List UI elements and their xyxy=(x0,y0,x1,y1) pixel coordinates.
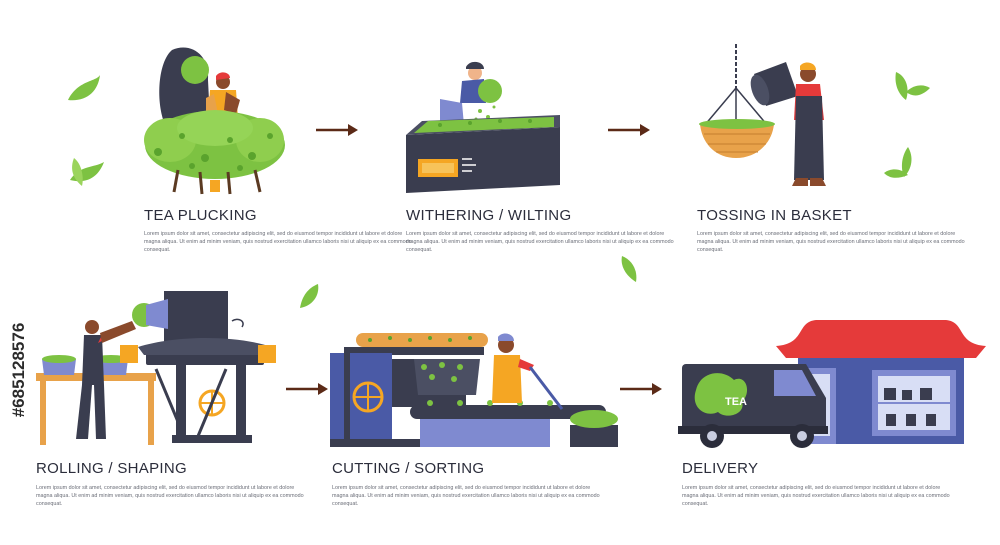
leaf-icon xyxy=(72,158,83,186)
leaf-icon xyxy=(884,147,912,178)
leaf-icon xyxy=(621,256,637,282)
step-description-delivery: Lorem ipsum dolor sit amet, consectetur … xyxy=(682,485,950,507)
step-title-withering: WITHERING / WILTING xyxy=(406,207,572,224)
arrow-right-icon xyxy=(316,124,358,136)
delivery-illustration xyxy=(678,320,986,448)
step-description-tea-plucking: Lorem ipsum dolor sit amet, consectetur … xyxy=(144,231,412,253)
step-title-cutting: CUTTING / SORTING xyxy=(332,460,485,477)
tea-plucking-illustration xyxy=(68,47,285,195)
leaf-icon xyxy=(895,72,930,100)
step-title-tea-plucking: TEA PLUCKING xyxy=(144,207,257,224)
step-title-rolling: ROLLING / SHAPING xyxy=(36,460,187,477)
step-title-delivery: DELIVERY xyxy=(682,460,759,477)
step-description-withering: Lorem ipsum dolor sit amet, consectetur … xyxy=(406,231,674,253)
arrow-right-icon xyxy=(286,383,328,395)
truck-tea-label: TEA xyxy=(725,396,747,408)
leaf-icon xyxy=(300,284,319,308)
step-description-tossing: Lorem ipsum dolor sit amet, consectetur … xyxy=(697,231,965,253)
cutting-sorting-illustration xyxy=(330,333,618,447)
pagoda-roof xyxy=(776,320,986,358)
rolling-shaping-illustration xyxy=(36,291,276,445)
withering-illustration xyxy=(406,61,560,193)
step-title-tossing: TOSSING IN BASKET xyxy=(697,207,852,224)
tossing-basket-illustration xyxy=(699,44,826,186)
step-description-rolling: Lorem ipsum dolor sit amet, consectetur … xyxy=(36,485,304,507)
arrow-right-icon xyxy=(608,124,650,136)
stock-id-label: #685128576 xyxy=(9,322,28,418)
leaf-icon xyxy=(68,75,100,101)
arrow-right-icon xyxy=(620,383,662,395)
step-description-cutting: Lorem ipsum dolor sit amet, consectetur … xyxy=(332,485,600,507)
